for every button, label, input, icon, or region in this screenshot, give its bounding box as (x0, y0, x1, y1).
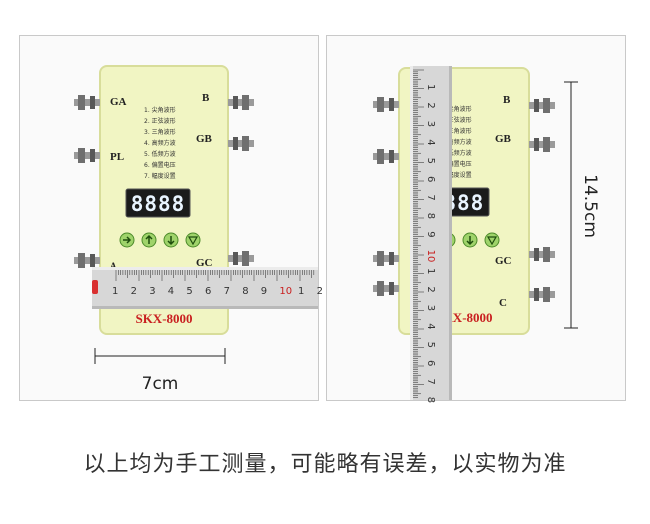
ruler-number: 8 (425, 213, 436, 219)
ruler-number: 3 (149, 286, 155, 297)
connector-pl-left (74, 148, 100, 163)
label-b: B (202, 92, 210, 104)
ruler-number: 8 (242, 286, 248, 297)
width-measurement-label: 7cm (142, 374, 179, 394)
ruler-number: 6 (425, 360, 436, 366)
ruler-number: 3 (425, 121, 436, 127)
steel-ruler-horizontal: 1 2 3 4 5 6 7 8 9 10 1 2 (92, 267, 323, 309)
label-pl: PL (110, 151, 124, 163)
width-dimension-line (94, 348, 226, 364)
photo-height-measurement: B GB GC C 1. 尖角波形 2. 正弦波形 3. 三角波形 4. 高频方… (326, 35, 626, 403)
ruler-number: 1 (298, 286, 304, 297)
photo-width-measurement: GA B GB PL GC A 1. 尖角波形 2. 正弦波形 3. 三角波形 … (19, 35, 323, 401)
ruler-number: 5 (425, 158, 436, 164)
ruler-number: 4 (425, 139, 436, 145)
connector-c-right (529, 287, 555, 302)
menu-list: 1. 尖角波形 2. 正弦波形 3. 三角波形 4. 高频方波 5. 低频方波 … (144, 106, 176, 180)
menu-item: 5. 低频方波 (440, 149, 472, 157)
menu-item: 4. 高频方波 (440, 138, 472, 146)
ruler-ticks (413, 69, 424, 398)
ruler-number: 10 (425, 250, 436, 263)
connector-pl-left (373, 149, 399, 164)
menu-item: 7. 幅度设置 (144, 172, 176, 180)
connector-b-right (529, 98, 555, 113)
menu-item: 5. 低频方波 (144, 150, 176, 158)
label-gc: GC (196, 257, 213, 269)
label-c: C (499, 297, 507, 309)
menu-item: 1. 尖角波形 (440, 105, 472, 113)
ruler-ticks (115, 270, 315, 281)
ruler-number: 4 (425, 323, 436, 329)
ruler-number: 6 (425, 176, 436, 182)
ruler-numbers: 1 2 3 4 5 6 7 8 9 10 1 2 3 4 5 6 7 8 (425, 84, 436, 403)
ruler-number: 5 (186, 286, 192, 297)
down-triangle-icon (484, 232, 500, 248)
left-photo-svg: GA B GB PL GC A 1. 尖角波形 2. 正弦波形 3. 三角波形 … (74, 65, 323, 394)
menu-item: 6. 偏置电压 (440, 160, 472, 168)
connector-gc-right (529, 247, 555, 262)
down-arrow-icon (163, 232, 179, 248)
ruler-numbers: 1 2 3 4 5 6 7 8 9 10 1 2 (112, 286, 323, 297)
ruler-number: 7 (425, 378, 436, 384)
enter-icon (119, 232, 135, 248)
label-ga: GA (110, 96, 127, 108)
connector-gb-right (529, 137, 555, 152)
ruler-number: 9 (425, 231, 436, 237)
menu-item: 2. 正弦波形 (440, 116, 472, 124)
menu-item: 7. 幅度设置 (440, 171, 472, 179)
connector-gb-right (228, 136, 254, 151)
down-triangle-icon (185, 232, 201, 248)
ruler-number: 7 (425, 194, 436, 200)
ruler-number: 4 (168, 286, 174, 297)
ruler-number: 5 (425, 342, 436, 348)
height-measurement-label: 14.5cm (580, 174, 600, 238)
down-arrow-icon (462, 232, 478, 248)
connector-a2-left (373, 281, 399, 296)
ruler-number: 7 (224, 286, 230, 297)
menu-item: 3. 三角波形 (440, 127, 472, 135)
ruler-number: 1 (425, 84, 436, 90)
ruler-number: 1 (112, 286, 118, 297)
led-digits: 8888 (131, 192, 186, 216)
steel-ruler-vertical: 1 2 3 4 5 6 7 8 9 10 1 2 3 4 5 6 7 8 (410, 66, 452, 403)
ruler-number: 2 (131, 286, 137, 297)
ruler-number: 6 (205, 286, 211, 297)
label-a: A (110, 261, 117, 271)
ruler-number: 1 (425, 268, 436, 274)
menu-list: 1. 尖角波形 2. 正弦波形 3. 三角波形 4. 高频方波 5. 低频方波 … (440, 105, 472, 179)
height-dimension-line (564, 81, 578, 329)
connector-b-right (228, 95, 254, 110)
menu-item: 6. 偏置电压 (144, 161, 176, 169)
connector-ga-left (74, 95, 100, 110)
menu-item: 4. 高频方波 (144, 139, 176, 147)
right-photo-svg: B GB GC C 1. 尖角波形 2. 正弦波形 3. 三角波形 4. 高频方… (373, 66, 600, 403)
ruler-number: 2 (317, 286, 323, 297)
label-gb: GB (495, 133, 512, 145)
label-gb: GB (196, 133, 213, 145)
ruler-number: 10 (279, 286, 292, 297)
connector-gc-right (228, 251, 254, 266)
menu-item: 3. 三角波形 (144, 128, 176, 136)
up-arrow-icon (141, 232, 157, 248)
menu-item: 1. 尖角波形 (144, 106, 176, 114)
ruler-number: 2 (425, 102, 436, 108)
ruler-number: 9 (261, 286, 267, 297)
connector-a-left (74, 253, 100, 268)
ruler-number: 2 (425, 286, 436, 292)
connector-a-left (373, 251, 399, 266)
label-gc: GC (495, 255, 512, 267)
connector-ga-left (373, 97, 399, 112)
disclaimer-caption: 以上均为手工测量，可能略有误差，以实物为准 (83, 452, 567, 477)
model-name: SKX-8000 (135, 311, 192, 326)
ruler-number: 8 (425, 397, 436, 403)
led-display (125, 188, 191, 218)
label-b: B (503, 94, 511, 106)
menu-item: 2. 正弦波形 (144, 117, 176, 125)
ruler-number: 3 (425, 305, 436, 311)
